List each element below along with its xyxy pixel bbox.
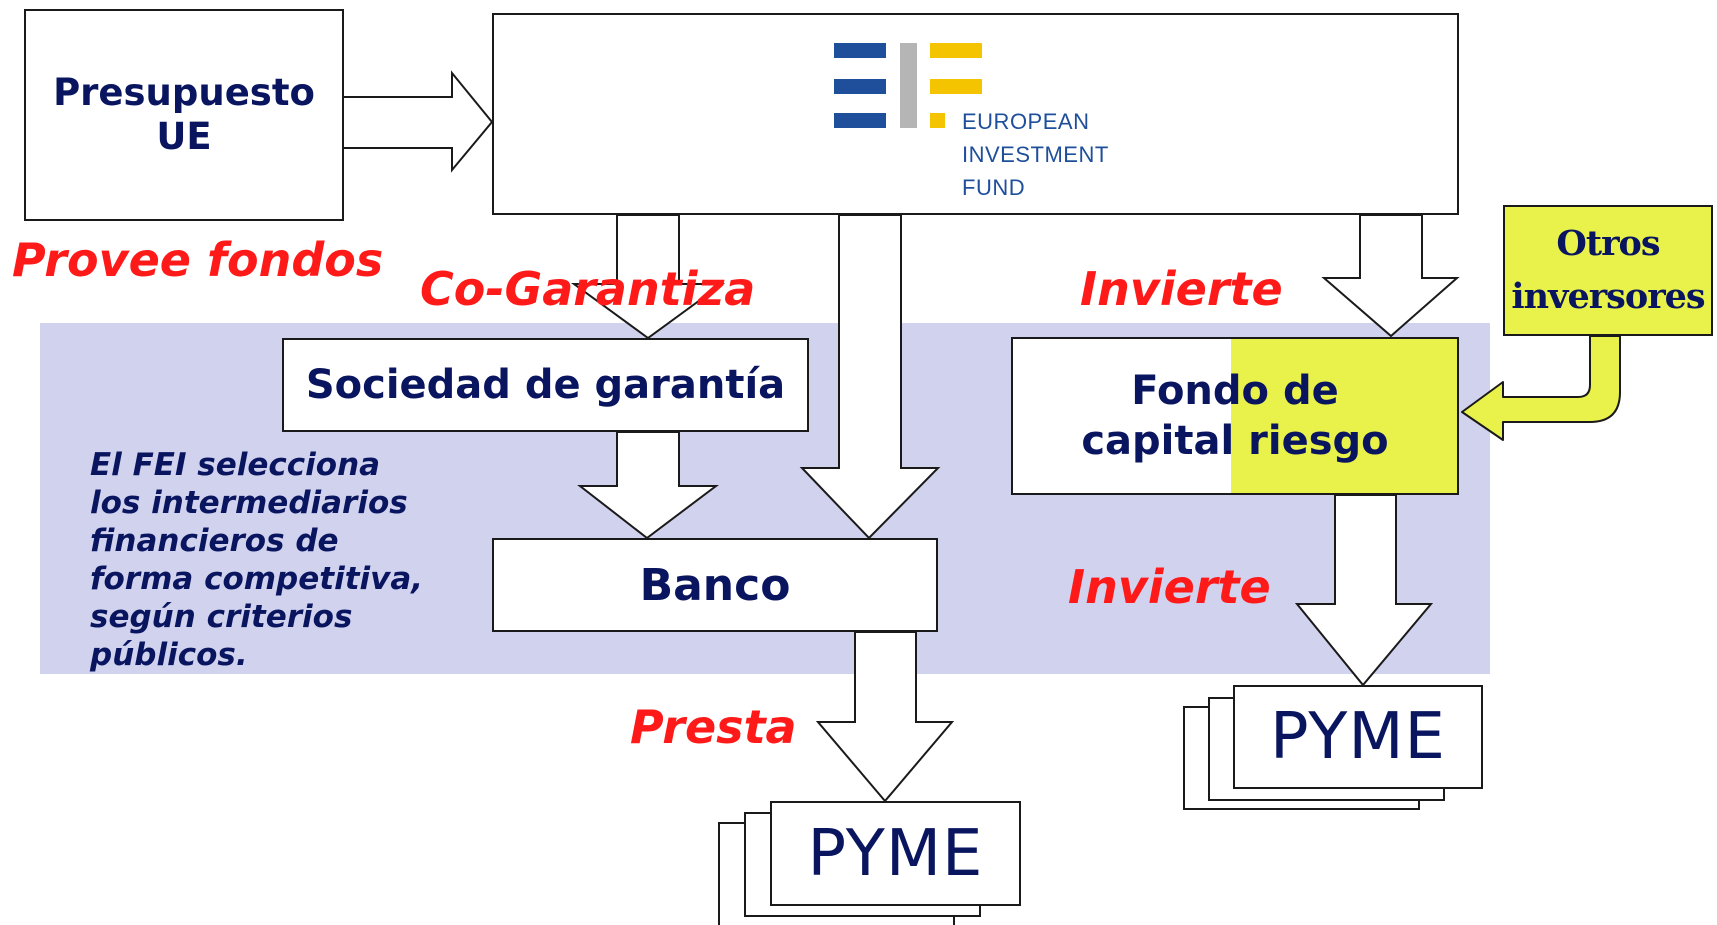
sociedad-garantia-box: Sociedad de garantía — [282, 338, 809, 432]
logo-yellow-square — [930, 113, 945, 128]
logo-yellow-bar-1 — [930, 43, 982, 58]
logo-text-line2: INVESTMENT — [962, 142, 1109, 167]
fondo-capital-riesgo-box: Fondo de capital riesgo — [1011, 337, 1459, 495]
fondo-label-line2: capital riesgo — [1081, 418, 1389, 464]
logo-blue-bar-1 — [834, 43, 886, 58]
label-invierte-top: Invierte — [1080, 262, 1283, 316]
logo-text-line1: EUROPEAN — [962, 109, 1090, 134]
label-co-garantiza: Co-Garantiza — [420, 262, 756, 316]
pyme-left-box: PYME — [770, 801, 1021, 906]
banco-label: Banco — [639, 559, 791, 611]
fei-selection-note: El FEI selecciona los intermediarios fin… — [90, 447, 424, 673]
logo-text: EUROPEAN INVESTMENT FUND — [962, 105, 1109, 204]
arrow-fondo-to-pyme-right — [1294, 494, 1434, 687]
arrow-presupuesto-to-eif — [342, 70, 494, 173]
logo-blue-bar-3 — [834, 113, 886, 128]
arrow-eif-to-banco — [799, 214, 941, 540]
eif-logo: EUROPEAN INVESTMENT FUND — [834, 43, 1114, 203]
logo-grey-bar — [900, 43, 917, 128]
arrow-otros-to-fondo — [1461, 335, 1621, 441]
fondo-capital-riesgo-label: Fondo de capital riesgo — [1081, 366, 1388, 466]
fondo-label-line1: Fondo de — [1131, 368, 1339, 414]
arrow-eif-to-sociedad — [570, 214, 726, 340]
arrow-eif-to-fondo — [1321, 214, 1460, 338]
logo-blue-bar-2 — [834, 79, 886, 94]
otros-inversores-label: Otros inversores — [1511, 223, 1705, 317]
pyme-right-label: PYME — [1270, 700, 1446, 774]
banco-box: Banco — [492, 538, 938, 632]
logo-yellow-bar-2 — [930, 79, 982, 94]
presupuesto-ue-label: Presupuesto UE — [53, 71, 315, 158]
label-provee-fondos: Provee fondos — [12, 233, 384, 287]
pyme-right-box: PYME — [1233, 685, 1483, 789]
presupuesto-ue-box: Presupuesto UE — [24, 9, 344, 221]
label-presta: Presta — [630, 700, 797, 754]
arrow-banco-to-pyme-left — [815, 631, 955, 803]
logo-text-line3: FUND — [962, 175, 1026, 200]
pyme-left-label: PYME — [807, 816, 984, 891]
sociedad-garantia-label: Sociedad de garantía — [305, 362, 786, 408]
otros-inversores-box: Otros inversores — [1503, 205, 1713, 336]
arrow-sociedad-to-banco — [577, 431, 719, 540]
label-invierte-bottom: Invierte — [1068, 560, 1271, 614]
eif-box — [492, 13, 1459, 215]
